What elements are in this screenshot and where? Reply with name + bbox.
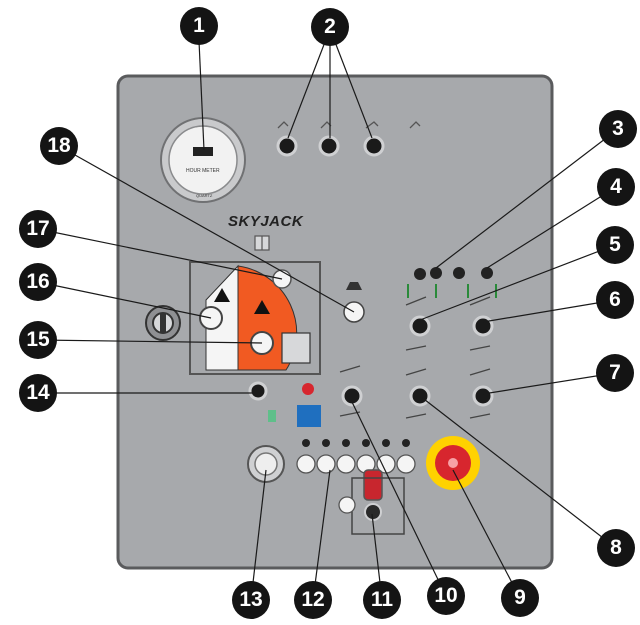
hour-meter-label: HOUR METER [186,168,220,174]
red-toggle-11[interactable] [363,469,383,501]
emergency-stop-button[interactable] [426,436,480,490]
toggle-switch-14[interactable] [248,381,268,401]
hour-meter-sublabel: QUARTZ [196,193,213,198]
toggle-switch-5[interactable] [409,315,431,337]
callout-17: 17 [19,210,57,248]
hour-meter [160,117,246,203]
callout-16: 16 [19,263,57,301]
callout-15: 15 [19,321,57,359]
callout-2: 2 [311,8,349,46]
callout-1: 1 [180,7,218,45]
prohibited-icon [302,383,314,395]
warning-triangle-icon [214,288,230,302]
green-indicator [268,410,276,422]
skyjack-logo-mark [254,235,270,251]
callout-3: 3 [599,110,637,148]
indicator-light-row [296,454,416,474]
callout-18: 18 [40,127,78,165]
toggle-switch-6[interactable] [472,315,494,337]
platform-icon [281,332,311,364]
callout-8: 8 [597,529,635,567]
callout-7: 7 [596,354,634,392]
blue-indicator [297,405,321,427]
callout-4: 4 [597,168,635,206]
warning-triangle-icon-2 [254,300,270,314]
upper-function-icons [277,121,421,129]
callout-11: 11 [363,581,401,619]
callout-5: 5 [596,226,634,264]
callout-9: 9 [501,579,539,617]
toggle-switch-7[interactable] [472,385,494,407]
function-switch-group-3-4 [414,267,493,280]
callout-12: 12 [294,581,332,619]
rotary-switch-13[interactable] [247,445,285,483]
beacon-icon [346,282,362,290]
function-icons [339,296,491,419]
toggle-switch-10[interactable] [341,385,363,407]
toggle-switch-2[interactable] [318,135,340,157]
brand-logo-text: SKYJACK [228,213,304,230]
callout-6: 6 [596,281,634,319]
toggle-switch-1[interactable] [276,135,298,157]
toggle-switch-3[interactable] [363,135,385,157]
callout-10: 10 [427,577,465,615]
callout-14: 14 [19,374,57,412]
side-connector [145,305,181,341]
indicator-light-11 [338,496,356,514]
callout-13: 13 [232,581,270,619]
indicator-symbol-row [302,439,410,447]
